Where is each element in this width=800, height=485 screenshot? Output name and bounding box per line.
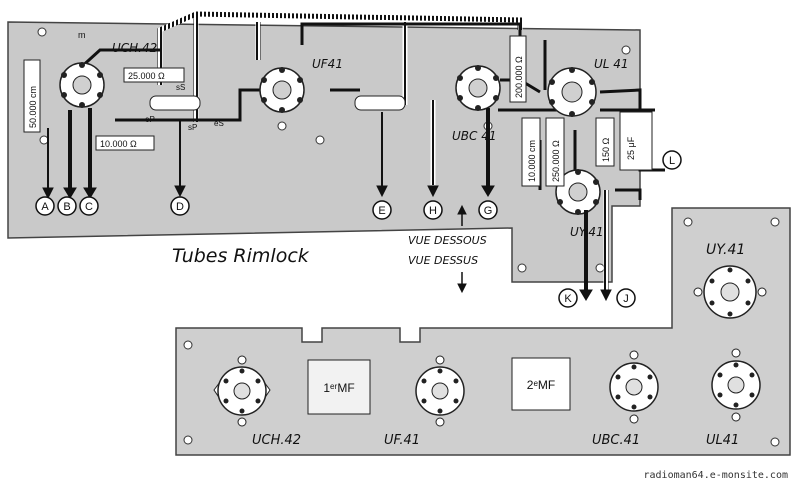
svg-text:25 μF: 25 μF	[626, 136, 636, 160]
resistor-200000: 200.000 Ω	[509, 35, 527, 103]
terminal-b	[57, 196, 77, 216]
mf1-label: 1ᵉʳMF	[323, 381, 354, 395]
uy41-bottom-label: UY.41	[706, 242, 745, 258]
screw	[39, 135, 49, 145]
svg-text:150 Ω: 150 Ω	[601, 137, 611, 162]
view-below-label: VUE DESSOUS	[408, 234, 487, 247]
uf41-top-label: UF41	[312, 57, 343, 71]
mf1-can	[307, 359, 371, 415]
terminal-l	[662, 150, 682, 170]
screw	[621, 45, 631, 55]
mf2-label: 2ᵉMF	[527, 378, 555, 392]
screw	[183, 435, 193, 445]
resistor-10000: 10.000 Ω	[95, 135, 155, 151]
ubc41-top-socket	[609, 350, 659, 424]
ul41-top-socket	[711, 348, 761, 422]
screw	[277, 121, 287, 131]
mf2-can	[511, 357, 571, 411]
uch42-top-label: UCH.42	[112, 41, 157, 55]
uch42-bottom-label: UCH.42	[252, 433, 301, 448]
screw	[770, 217, 780, 227]
svg-text:50.000 cm: 50.000 cm	[28, 86, 38, 128]
terminal-label-k: K	[564, 293, 572, 305]
terminal-label-h: H	[429, 205, 437, 217]
resistor-250000: 250.000 Ω	[545, 117, 565, 187]
mf-cans-under	[149, 95, 406, 111]
ul41-bottom-label: UL41	[706, 433, 739, 448]
view-arrows	[457, 204, 467, 294]
svg-text:250.000 Ω: 250.000 Ω	[551, 140, 561, 182]
uy41-socket	[555, 169, 601, 215]
resistor-50000: 50.000 cm	[23, 59, 41, 133]
terminal-g	[478, 200, 498, 220]
uf41-socket	[259, 67, 305, 113]
svg-text:25.000 Ω: 25.000 Ω	[128, 71, 165, 81]
screw	[37, 27, 47, 37]
pin-label-sp: sP	[188, 123, 197, 132]
resistor-150: 150 Ω	[595, 117, 615, 167]
ubc41-bottom-label: UBC.41	[592, 433, 640, 448]
uf41-top-socket	[415, 355, 465, 427]
capacitor-25uf: 25 μF	[619, 111, 653, 171]
terminal-k	[558, 288, 578, 308]
terminal-a	[35, 196, 55, 216]
ubc41-top-label: UBC 41	[452, 129, 496, 143]
ubc41-socket	[455, 65, 501, 111]
pin-label-ss: sS	[176, 83, 185, 92]
ul41-socket	[547, 67, 597, 117]
terminal-label-c: C	[85, 201, 93, 213]
screw	[683, 217, 693, 227]
svg-text:10.000 cm: 10.000 cm	[527, 140, 537, 182]
terminal-d	[170, 196, 190, 216]
svg-text:10.000 Ω: 10.000 Ω	[100, 139, 137, 149]
diagram-title: Tubes Rimlock	[172, 245, 310, 267]
terminal-label-g: G	[484, 205, 493, 217]
pin-label-es: eS	[214, 119, 224, 128]
uf41-bottom-label: UF.41	[384, 433, 420, 448]
screw	[770, 437, 780, 447]
terminal-c	[79, 196, 99, 216]
pin-label-m: m	[78, 30, 86, 40]
screw	[595, 263, 605, 273]
uy41-top-socket	[693, 265, 767, 319]
terminal-label-b: B	[63, 201, 70, 213]
ul41-top-label: UL 41	[594, 57, 629, 71]
lead-arrows	[42, 108, 612, 302]
terminal-label-e: E	[378, 205, 385, 217]
screw	[315, 135, 325, 145]
capacitor-10000: 10.000 cm	[521, 117, 541, 187]
terminal-e	[372, 200, 392, 220]
terminal-label-j: J	[623, 293, 629, 305]
uch42-socket	[59, 62, 105, 108]
terminal-label-d: D	[176, 201, 184, 213]
pin-label-ep: eP	[145, 115, 155, 124]
view-above-label: VUE DESSUS	[408, 254, 478, 267]
screw	[183, 340, 193, 350]
terminal-h	[423, 200, 443, 220]
terminal-label-a: A	[41, 201, 49, 213]
terminal-j	[616, 288, 636, 308]
uch42-top-socket	[213, 355, 271, 427]
terminals	[35, 150, 682, 308]
terminal-label-l: L	[669, 155, 675, 167]
svg-text:200.000 Ω: 200.000 Ω	[514, 56, 524, 98]
watermark: radioman64.e-monsite.com	[643, 470, 789, 481]
resistor-25000: 25.000 Ω	[123, 67, 185, 83]
screw	[517, 263, 527, 273]
